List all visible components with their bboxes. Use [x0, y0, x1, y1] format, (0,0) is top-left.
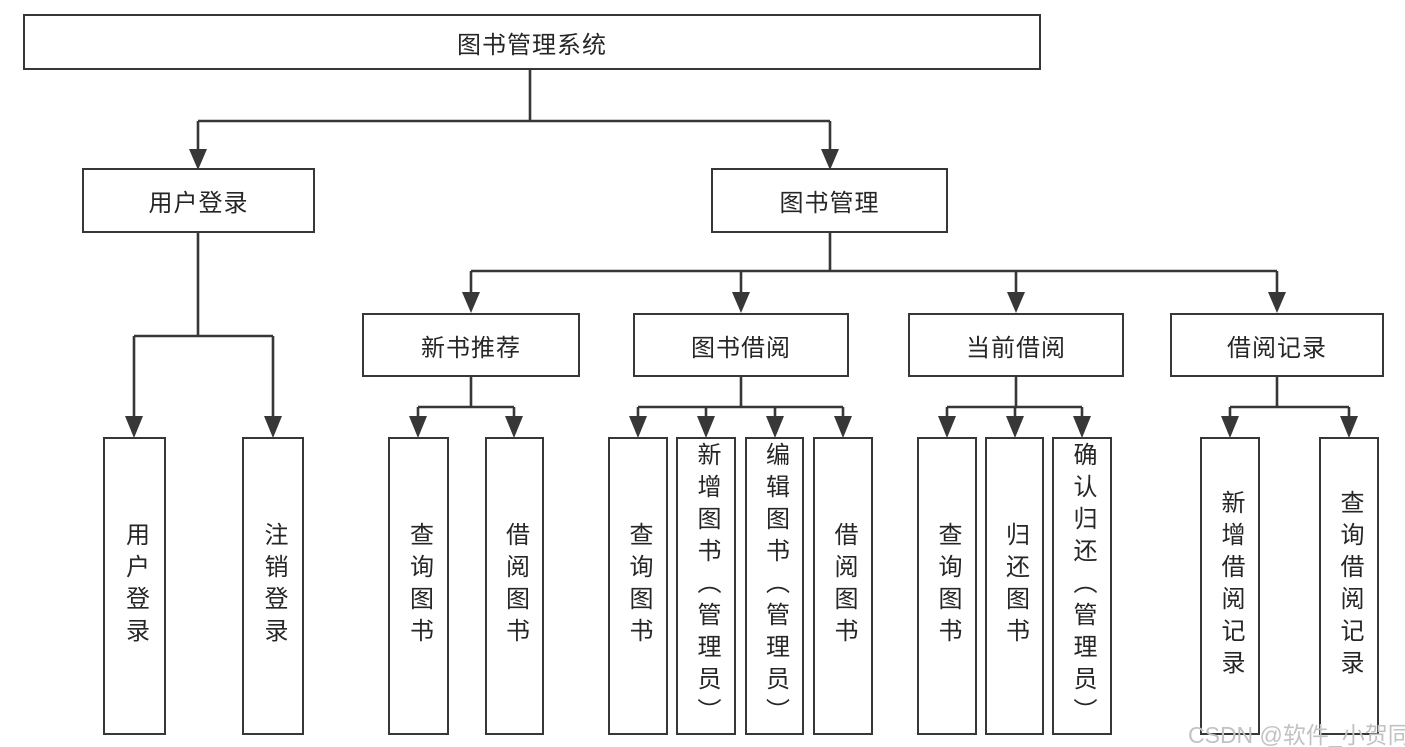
leaf-cb-return-books: 归还图书 [985, 437, 1044, 735]
leaf-bb-borrow-books: 借阅图书 [813, 437, 873, 735]
csdn-watermark: CSDN @软件_小贺同学 [1188, 722, 1405, 747]
node-new-book-recommend: 新书推荐 [362, 313, 580, 377]
arrowheads [125, 149, 1358, 438]
leaf-logout: 注销登录 [242, 437, 304, 735]
leaf-br-add-record: 新增借阅记录 [1200, 437, 1260, 735]
leaf-bb-query-books: 查询图书 [608, 437, 668, 735]
leaf-cb-query-books: 查询图书 [917, 437, 977, 735]
node-user-login: 用户登录 [82, 168, 315, 233]
leaf-cb-confirm-return-admin: 确认归还（管理员） [1052, 437, 1112, 735]
leaf-nb-borrow-books: 借阅图书 [485, 437, 544, 735]
node-current-borrowing: 当前借阅 [908, 313, 1124, 377]
leaf-bb-add-books-admin: 新增图书（管理员） [676, 437, 736, 735]
node-book-management: 图书管理 [711, 168, 948, 233]
leaf-bb-edit-books-admin: 编辑图书（管理员） [745, 437, 804, 735]
leaf-nb-query-books: 查询图书 [388, 437, 449, 735]
node-library-management-system: 图书管理系统 [23, 14, 1041, 70]
leaf-user-login: 用户登录 [103, 437, 166, 735]
node-borrowing-records: 借阅记录 [1170, 313, 1384, 377]
leaf-br-query-record: 查询借阅记录 [1319, 437, 1379, 735]
node-book-borrowing: 图书借阅 [633, 313, 849, 377]
